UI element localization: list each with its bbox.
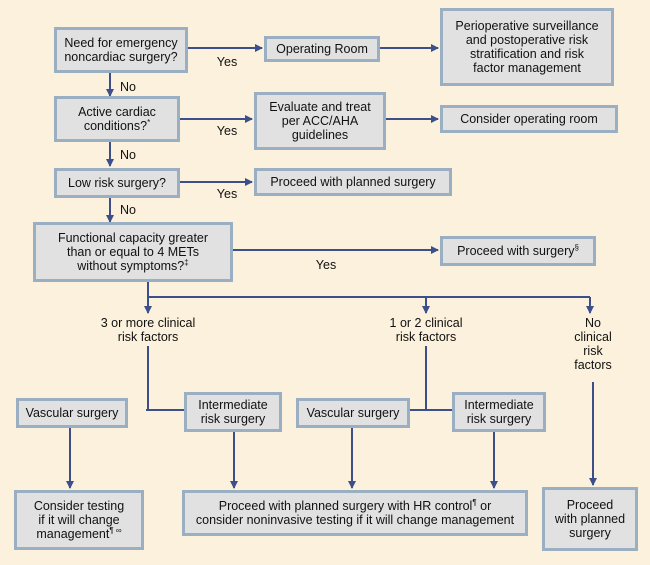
consider-or-box: Consider operating room: [440, 105, 618, 133]
active-cardiac-main: Active cardiac conditions?: [78, 105, 156, 133]
intermediate-risk-1-box: Intermediate risk surgery: [184, 392, 282, 432]
consider-or-text: Consider operating room: [460, 112, 598, 126]
three-or-more-risk-label: 3 or more clinical risk factors: [100, 316, 196, 344]
proceed-planned-1-text: Proceed with planned surgery: [270, 175, 436, 189]
evaluate-box: Evaluate and treat per ACC/AHA guideline…: [254, 92, 386, 150]
functional-capacity-box: Functional capacity greater than or equa…: [33, 222, 233, 282]
yes-label-4: Yes: [315, 258, 337, 272]
vascular-surgery-2-text: Vascular surgery: [306, 406, 400, 420]
proceed-planned-1-box: Proceed with planned surgery: [254, 168, 452, 196]
one-or-two-risk-label: 1 or 2 clinical risk factors: [389, 316, 463, 344]
no-label-1: No: [120, 80, 136, 94]
proceed-planned-2-text: Proceed with planned surgery: [554, 498, 626, 540]
no-clinical-risk-label: No clinical risk factors: [574, 316, 612, 372]
vascular-surgery-2-box: Vascular surgery: [296, 398, 410, 428]
perioperative-box: Perioperative surveillance and postopera…: [440, 8, 614, 86]
active-cardiac-text: Active cardiac conditions?*: [78, 105, 156, 133]
operating-room-text: Operating Room: [276, 42, 368, 56]
vascular-surgery-1-text: Vascular surgery: [25, 406, 119, 420]
proceed-hr-control-box: Proceed with planned surgery with HR con…: [182, 490, 528, 536]
vascular-surgery-1-box: Vascular surgery: [16, 398, 128, 428]
proceed-surgery-main: Proceed with surgery: [457, 244, 575, 258]
consider-testing-text: Consider testing if it will change manag…: [34, 499, 124, 541]
intermediate-risk-2-text: Intermediate risk surgery: [464, 398, 534, 426]
proceed-hr-control-text: Proceed with planned surgery with HR con…: [195, 497, 515, 527]
yes-label-1: Yes: [216, 55, 238, 69]
proceed-surgery-text: Proceed with surgery§: [457, 242, 579, 258]
proceed-surgery-footnote: §: [574, 242, 579, 252]
intermediate-risk-1-text: Intermediate risk surgery: [198, 398, 268, 426]
yes-label-3: Yes: [216, 187, 238, 201]
proceed-surgery-box: Proceed with surgery§: [440, 236, 596, 266]
active-cardiac-footnote: *: [147, 117, 151, 127]
intermediate-risk-2-box: Intermediate risk surgery: [452, 392, 546, 432]
functional-capacity-footnote: ‡: [184, 257, 189, 267]
evaluate-text: Evaluate and treat per ACC/AHA guideline…: [269, 100, 371, 142]
perioperative-text: Perioperative surveillance and postopera…: [455, 19, 599, 75]
emergency-text: Need for emergency noncardiac surgery?: [64, 36, 178, 64]
consider-testing-main: Consider testing if it will change manag…: [33, 499, 125, 541]
operating-room-box: Operating Room: [264, 36, 380, 62]
proceed-hr-footnote: ¶: [472, 497, 477, 507]
proceed-hr-or: or: [476, 499, 492, 513]
consider-testing-box: Consider testing if it will change manag…: [14, 490, 144, 550]
low-risk-box: Low risk surgery?: [54, 168, 180, 198]
no-label-2: No: [120, 148, 136, 162]
low-risk-text: Low risk surgery?: [68, 176, 166, 190]
functional-capacity-text: Functional capacity greater than or equa…: [58, 231, 208, 273]
proceed-planned-2-box: Proceed with planned surgery: [542, 487, 638, 551]
active-cardiac-box: Active cardiac conditions?*: [54, 96, 180, 142]
emergency-box: Need for emergency noncardiac surgery?: [54, 27, 188, 73]
consider-testing-footnote: ¶ ∞: [109, 525, 122, 535]
yes-label-2: Yes: [216, 124, 238, 138]
proceed-hr-line1: Proceed with planned surgery with HR con…: [218, 499, 473, 513]
no-label-3: No: [120, 203, 136, 217]
functional-capacity-main: Functional capacity greater than or equa…: [57, 231, 209, 273]
proceed-hr-line2: consider noninvasive testing if it will …: [195, 513, 515, 527]
